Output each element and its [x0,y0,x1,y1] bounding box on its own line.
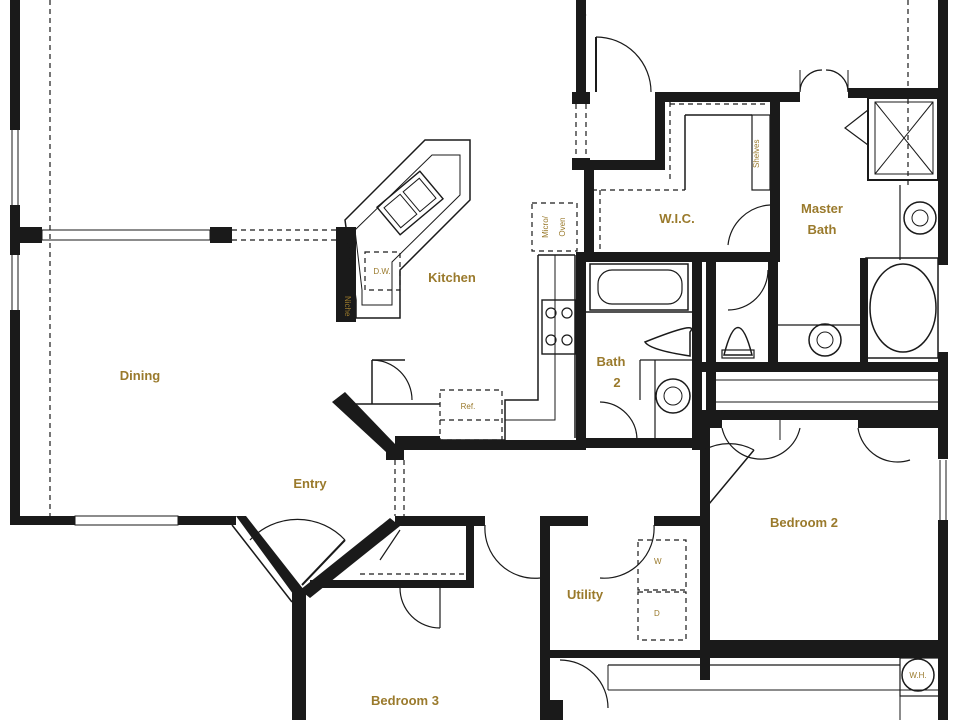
room-label-master-bath-2: Bath [808,222,837,237]
bath2-walls [576,252,945,450]
refrigerator-label: Ref. [461,402,476,411]
master-toilet-door[interactable] [727,269,778,311]
washer: W [637,539,687,591]
room-label-bath2-2: 2 [613,375,620,390]
dishwasher: D.W. [364,251,401,291]
hall-walls [395,420,948,680]
entry-walls [231,516,400,720]
bedroom2-walls [702,457,948,650]
dishwasher-label: D.W. [373,267,390,276]
room-label-wic: W.I.C. [659,211,694,226]
room-label-utility: Utility [567,587,604,602]
master-toilet-area [706,252,868,374]
left-exterior-wall [10,0,236,525]
micro-oven-label-1: Micro/ [541,215,550,238]
utility-walls [540,525,948,720]
dryer: D [637,591,687,641]
micro-oven: Micro/ Oven [531,202,578,252]
wic-door[interactable] [727,204,771,246]
shower [844,97,939,181]
utility-door[interactable] [559,659,609,709]
refrigerator: Ref. [439,389,503,441]
micro-oven-label-2: Oven [558,217,567,236]
room-label-entry: Entry [293,476,327,491]
bath2-sink [655,378,691,414]
bath2-toilet [643,327,693,357]
garden-tub [865,257,939,359]
bedroom3-closet [310,525,474,629]
entry-closet [332,359,440,516]
hall-doors[interactable] [484,443,755,579]
room-label-master-bath-1: Master [801,201,843,216]
front-door[interactable] [249,518,346,586]
shelves-label: Shelves [752,140,761,168]
dining-divider-wall [20,227,356,322]
wic-walls: Shelves [584,92,780,262]
bath2-tub [589,263,689,311]
bedroom2-closet-doors[interactable] [721,410,911,463]
master-entry-wall [572,0,665,170]
front-window [74,515,179,526]
water-heater-label: W.H. [909,671,926,680]
washer-label: W [654,557,662,566]
master-vanity [899,185,937,260]
cooktop [541,299,577,355]
room-label-bath2-1: Bath [597,354,626,369]
kitchen-island [344,139,471,319]
room-label-bedroom3: Bedroom 3 [371,693,439,708]
master-bath-walls [780,0,948,457]
water-heater: W.H. [899,657,941,697]
room-label-bedroom2: Bedroom 2 [770,515,838,530]
bath2-door[interactable] [599,401,638,441]
niche-label: Niche [343,296,352,317]
room-label-kitchen: Kitchen [428,270,476,285]
room-label-dining: Dining [120,368,160,383]
kitchen-sink [375,170,445,236]
master-bath-double-door[interactable] [799,69,849,93]
dryer-label: D [654,609,660,618]
